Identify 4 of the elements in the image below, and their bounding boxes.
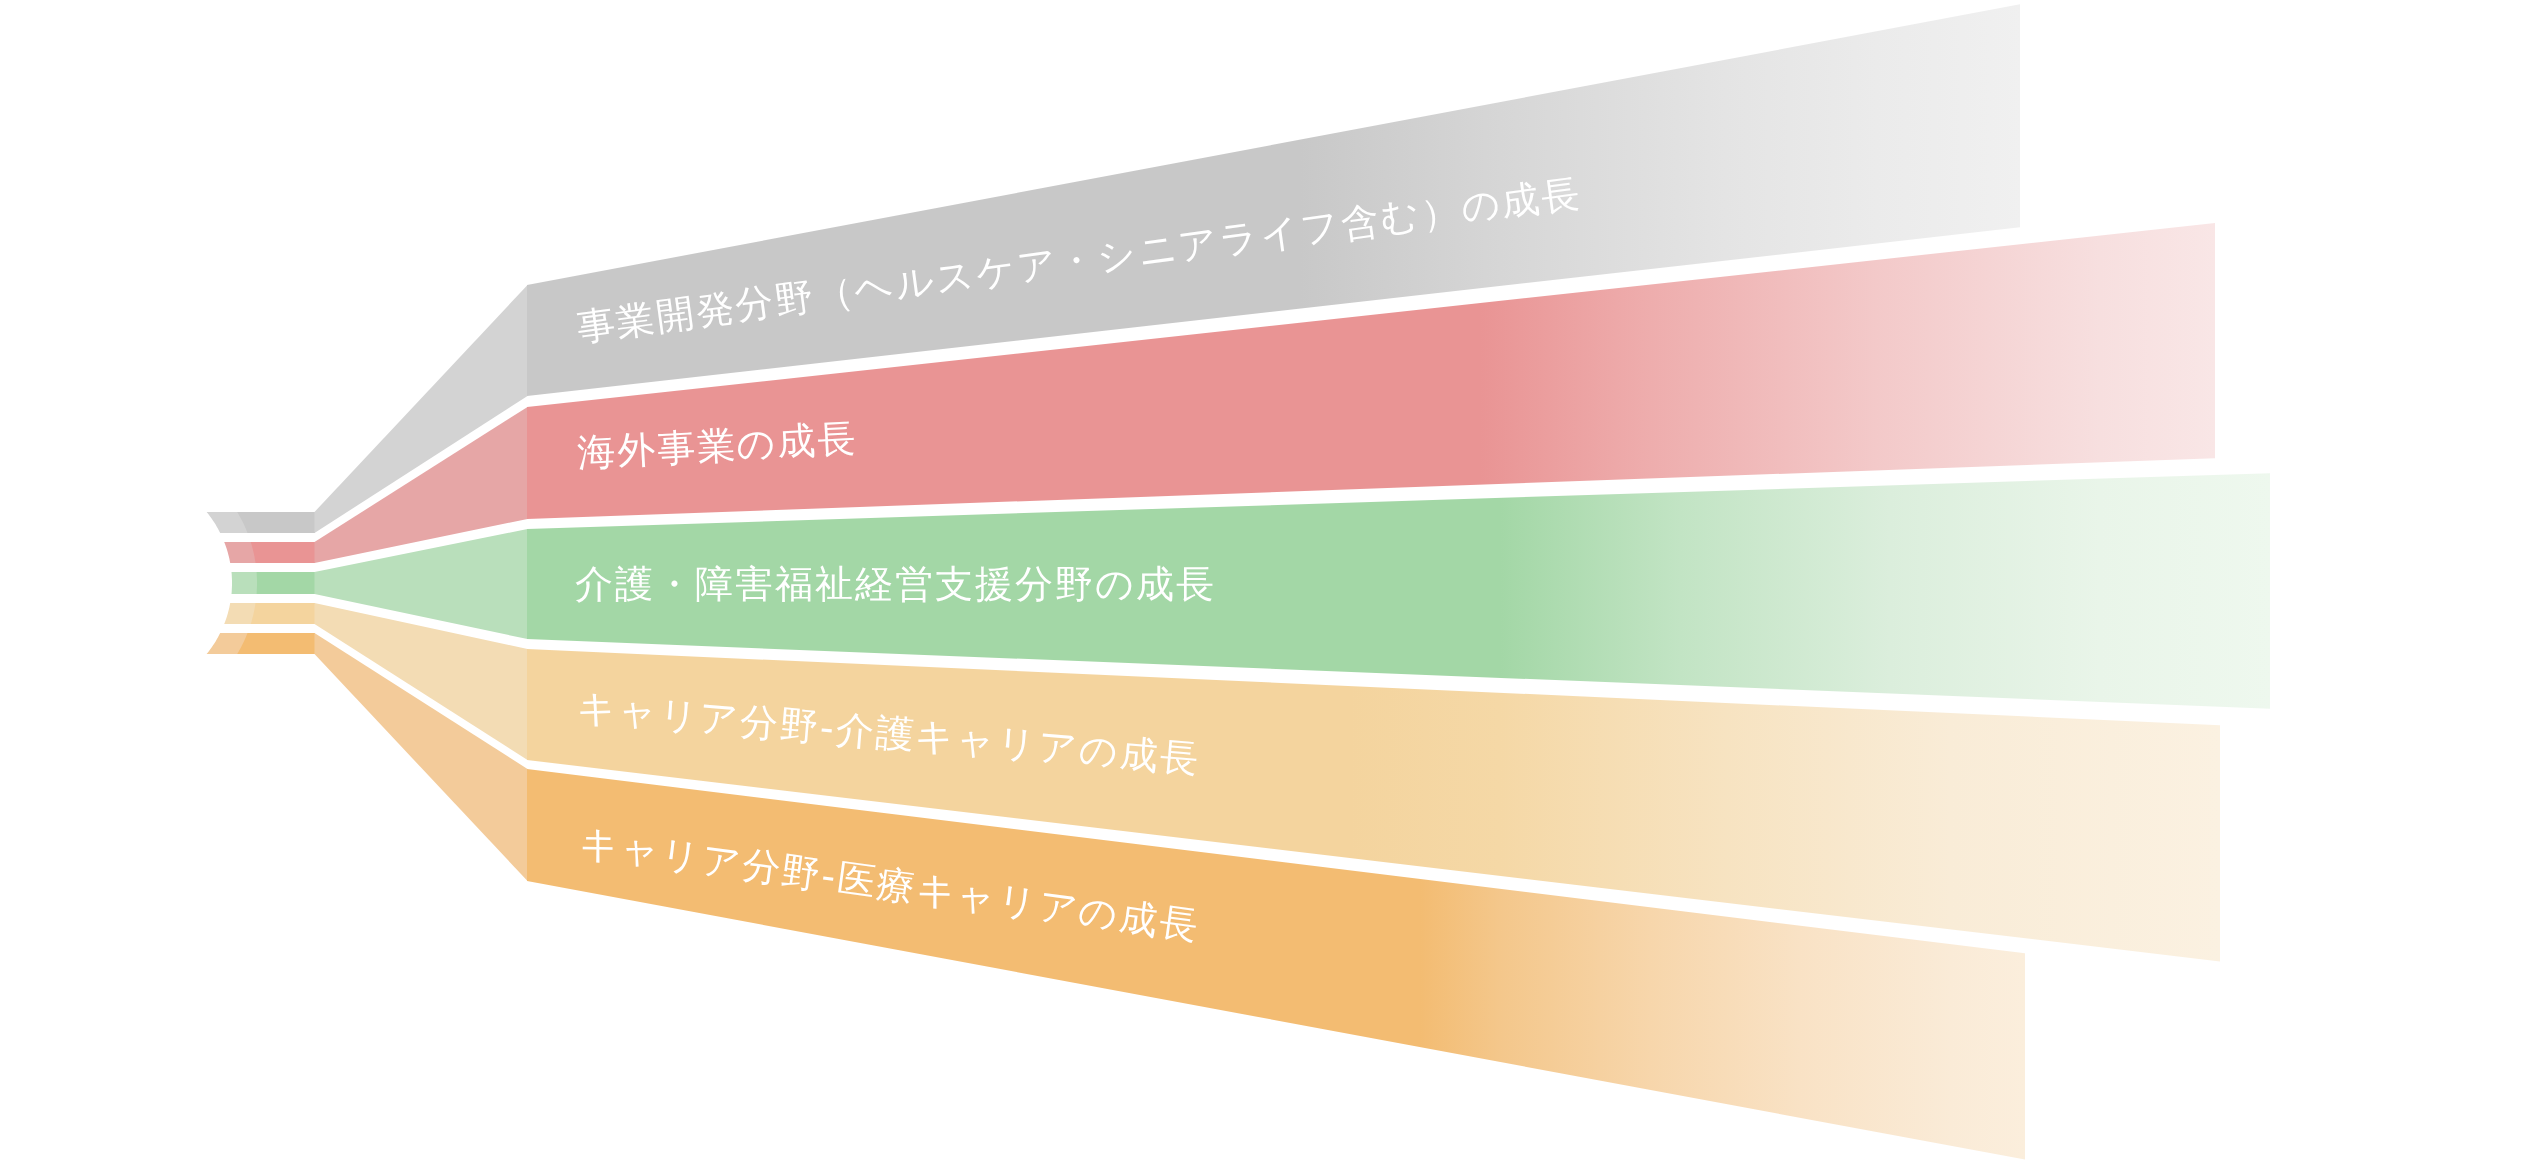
band-label: 介護・障害福祉経営支援分野の成長	[575, 562, 1216, 606]
band-label: 海外事業の成長	[575, 416, 859, 475]
band-label: キャリア分野-医療キャリアの成長	[577, 820, 1202, 949]
band-label: キャリア分野-介護キャリアの成長	[575, 685, 1202, 782]
